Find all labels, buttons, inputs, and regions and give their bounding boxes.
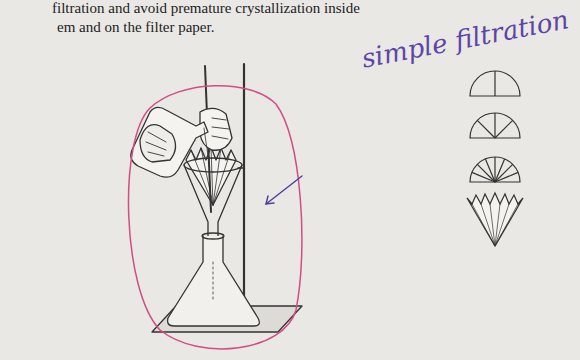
page-text: filtration and avoid premature crystalli…	[52, 0, 360, 17]
stand-rod	[243, 64, 245, 318]
hand	[140, 125, 176, 162]
pointer-arrow	[266, 176, 302, 204]
folding-steps	[467, 71, 523, 246]
conical-flask	[168, 236, 260, 326]
handwritten-note: simple filtration	[359, 4, 571, 74]
hand-circle	[128, 86, 301, 349]
page-text: em and on the filter paper.	[57, 19, 214, 36]
funnel-rim	[184, 158, 242, 172]
